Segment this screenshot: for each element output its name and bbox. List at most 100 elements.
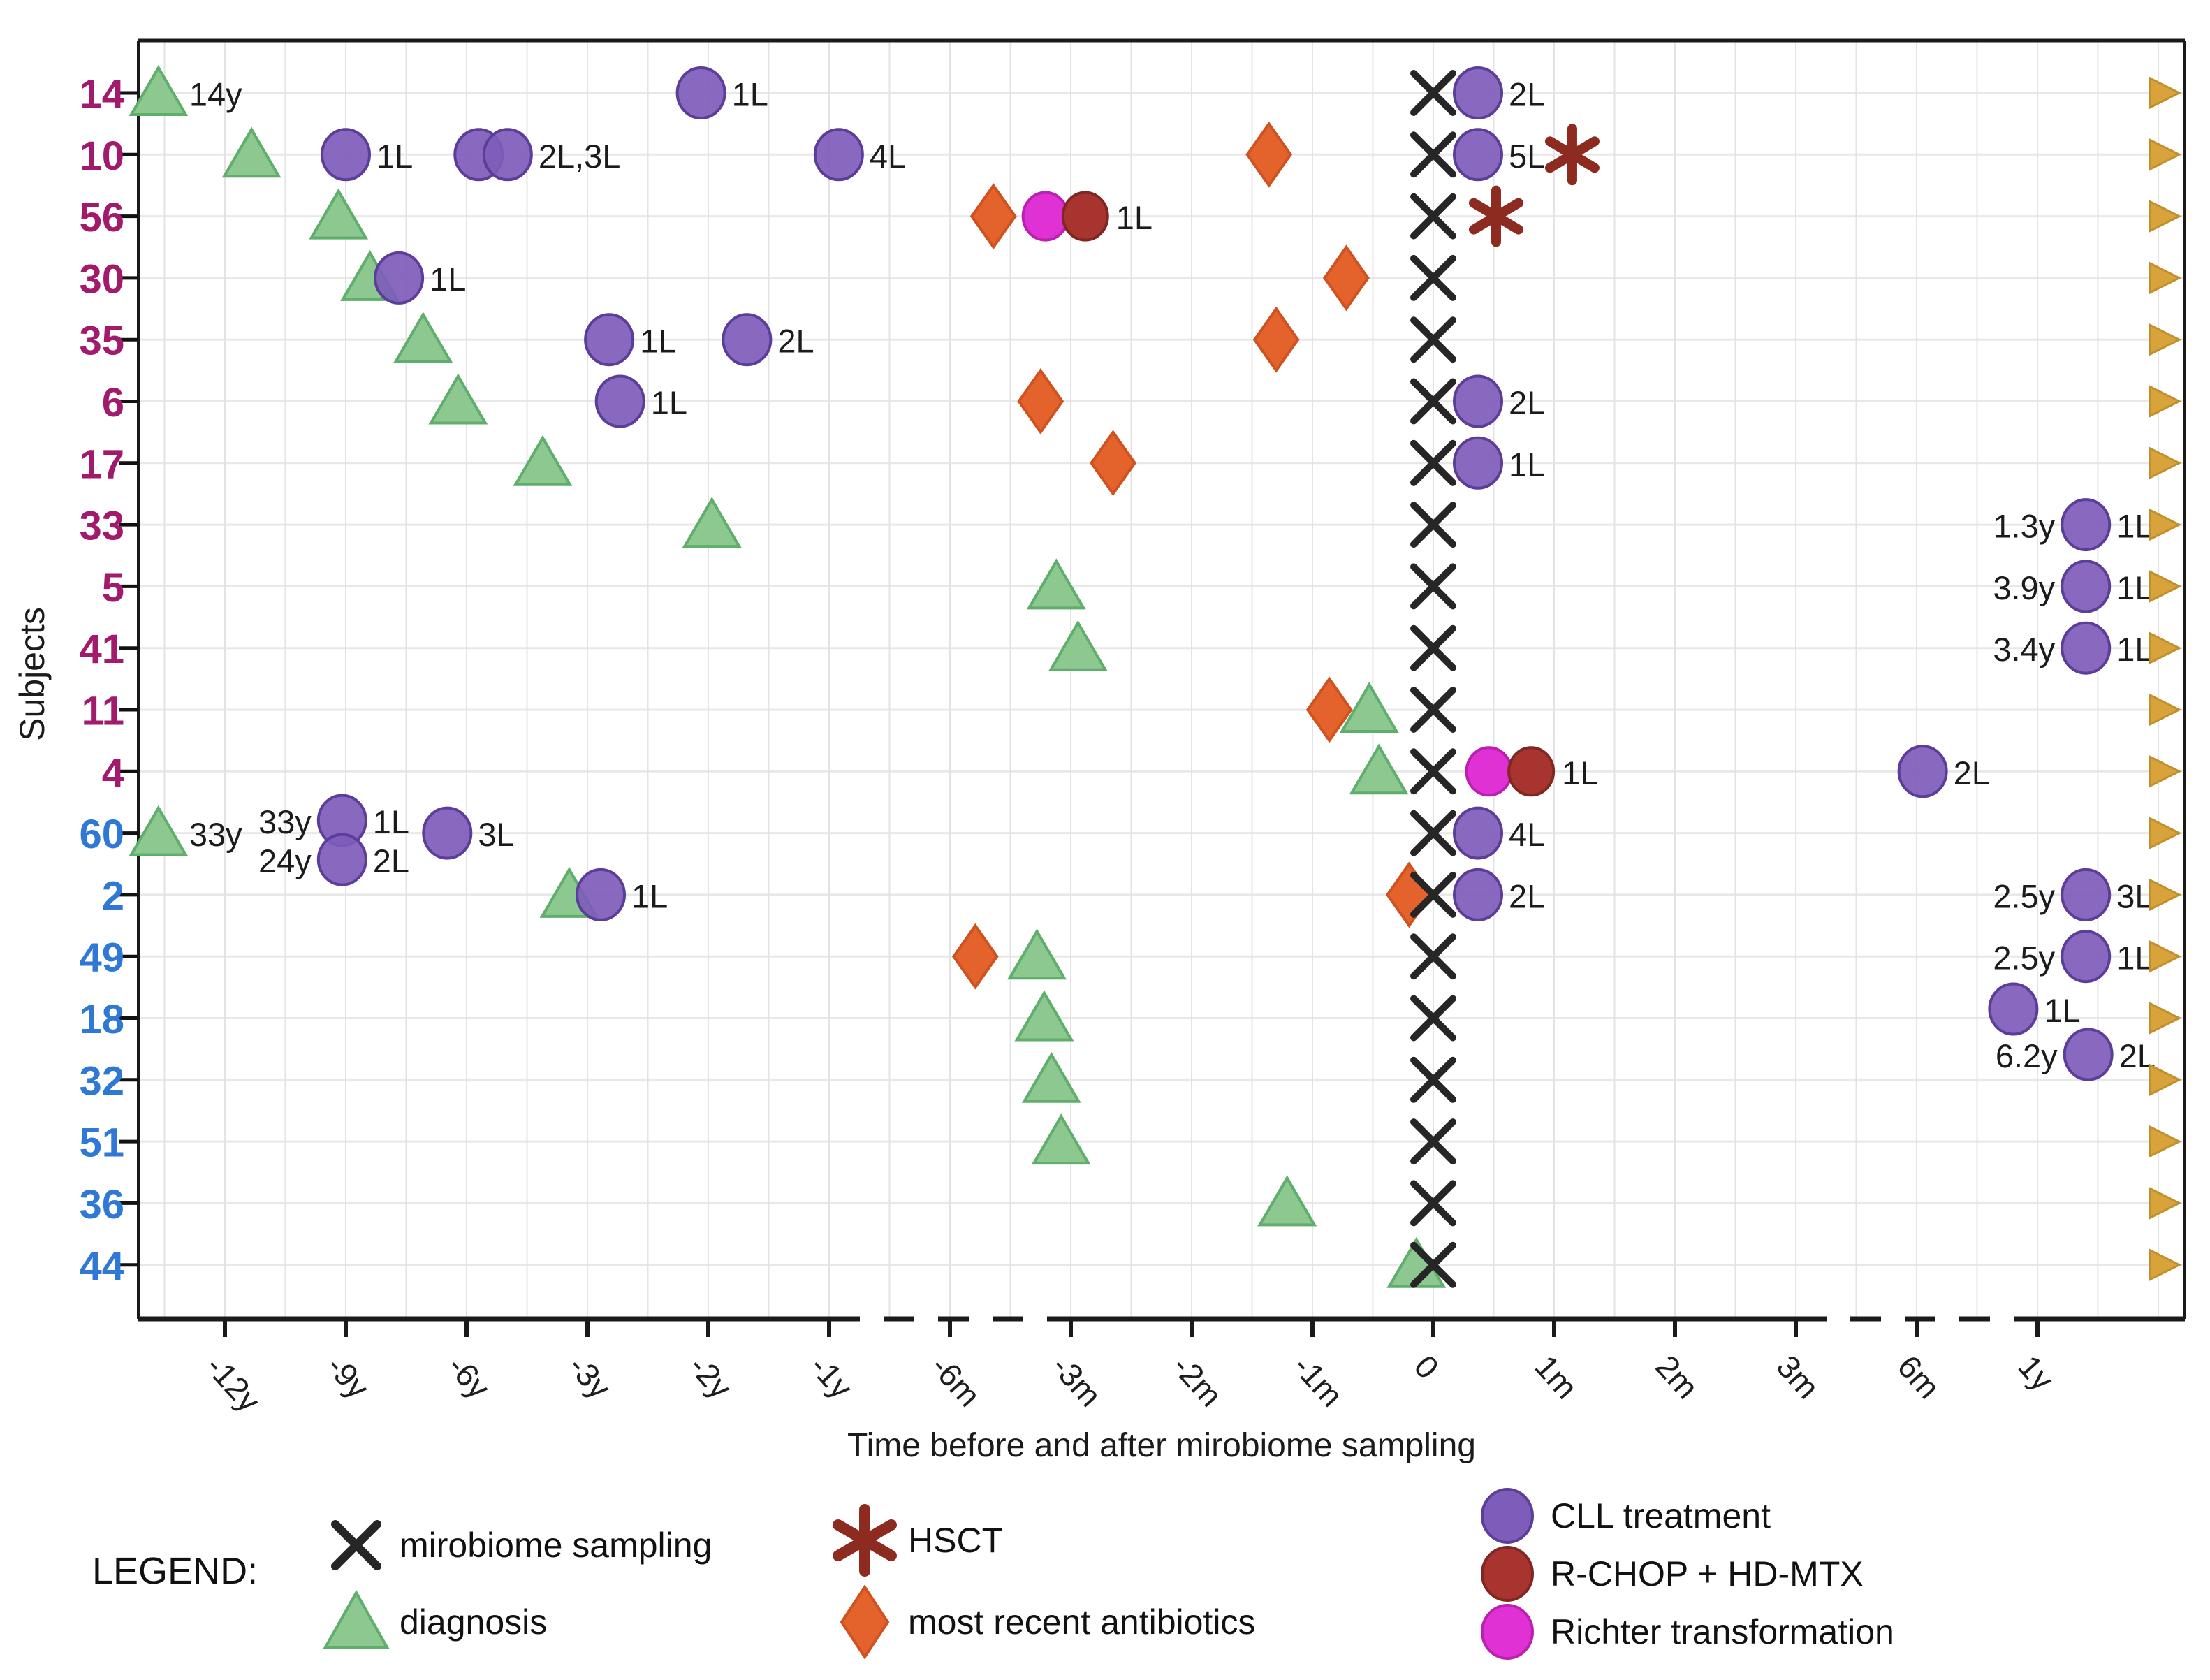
continuation-arrow-icon <box>2149 878 2182 912</box>
rchop-marker <box>1061 191 1109 242</box>
event-label: 33y <box>189 816 242 853</box>
diagnosis-marker <box>513 434 573 486</box>
legend-circle-icon <box>1481 1604 1534 1660</box>
event-label: 1L <box>732 76 768 113</box>
diagnosis-marker <box>1031 1113 1091 1165</box>
legend-item-label: Richter transformation <box>1551 1612 1894 1651</box>
cll-marker <box>594 374 645 428</box>
richter-marker <box>1465 746 1513 797</box>
continuation-arrow-icon <box>2149 1248 2182 1282</box>
continuation-arrow-icon <box>2149 200 2182 233</box>
subject-label: 51 <box>79 1120 124 1166</box>
subject-label: 11 <box>82 689 124 734</box>
diagnosis-marker <box>1014 990 1074 1042</box>
event-label: 1L <box>2116 569 2153 606</box>
continuation-arrow-icon <box>2149 1002 2182 1035</box>
diagnosis-marker <box>1048 620 1108 671</box>
event-time-label: 2.5y <box>1993 877 2055 914</box>
continuation-arrow-icon <box>2149 1063 2182 1097</box>
sampling-marker <box>1410 871 1456 918</box>
sampling-marker <box>1410 995 1456 1042</box>
antibiotics-marker <box>1305 676 1353 743</box>
x-tick-label: -9y <box>320 1348 376 1405</box>
cll-marker <box>482 128 533 182</box>
subject-label: 60 <box>79 812 124 857</box>
cll-marker <box>2061 498 2112 552</box>
sampling-marker <box>1410 687 1456 733</box>
event-label: 1L <box>2116 631 2153 668</box>
x-tick-label: 6m <box>1891 1348 1947 1405</box>
sampling-marker <box>1410 254 1456 301</box>
subject-label: 35 <box>79 319 124 364</box>
hsct-marker <box>1468 185 1523 247</box>
cll-marker <box>1453 128 1504 182</box>
subject-label: 41 <box>79 627 124 672</box>
sampling-marker <box>1410 933 1456 980</box>
event-label: 5L <box>1509 138 1545 175</box>
continuation-arrow-icon <box>2149 1125 2182 1158</box>
subject-label: 14 <box>79 72 124 117</box>
subject-label: 56 <box>79 195 124 240</box>
cll-marker <box>1453 374 1504 428</box>
event-label: 1L <box>376 138 413 175</box>
cll-marker <box>722 313 773 367</box>
event-label: 1L <box>1562 754 1598 791</box>
event-label: 2L <box>1509 877 1545 914</box>
sampling-marker <box>1410 624 1456 671</box>
subject-label: 4 <box>102 750 124 796</box>
event-label: 2L <box>777 323 814 360</box>
event-label: 1L <box>430 261 466 298</box>
cll-marker <box>584 313 635 367</box>
diagnosis-marker <box>1349 743 1409 795</box>
diagnosis-marker <box>1007 928 1067 980</box>
x-tick-label: 3m <box>1770 1348 1827 1405</box>
diagnosis-marker <box>221 126 281 178</box>
x-tick-label: -1y <box>803 1348 860 1405</box>
continuation-arrow-icon <box>2149 446 2182 480</box>
event-time-label: 33y <box>258 803 312 840</box>
diagnosis-marker <box>682 497 742 548</box>
x-tick-label: -6y <box>441 1348 497 1405</box>
diagnosis-marker <box>1339 682 1399 733</box>
sampling-marker <box>1410 748 1456 795</box>
event-label: 2L <box>1509 76 1545 113</box>
event-label: 1L <box>373 803 409 840</box>
sampling-marker <box>1410 70 1456 116</box>
x-tick-label: 1m <box>1528 1348 1585 1405</box>
diagnosis-marker <box>1257 1175 1317 1227</box>
event-label: 1L <box>2116 508 2153 545</box>
event-label: 2L <box>1954 754 1990 791</box>
cll-marker <box>1453 66 1504 119</box>
event-label: 2L <box>1509 384 1545 421</box>
continuation-arrow-icon <box>2149 323 2182 356</box>
sampling-marker <box>1410 563 1456 610</box>
antibiotics-marker <box>1322 244 1370 312</box>
event-time-label: 3.4y <box>1993 631 2055 668</box>
subject-label: 44 <box>79 1243 124 1289</box>
diagnosis-marker <box>428 373 488 425</box>
cll-marker <box>321 128 371 182</box>
event-label: 1L <box>2116 940 2153 977</box>
x-tick-label: -2m <box>1166 1348 1230 1414</box>
cll-marker <box>2061 560 2112 613</box>
legend-triangle-icon <box>323 1589 390 1649</box>
x-tick-label: -3y <box>562 1348 618 1405</box>
sampling-marker <box>1410 378 1456 425</box>
event-time-label: 24y <box>258 842 312 879</box>
antibiotics-marker <box>1252 306 1300 373</box>
sampling-marker <box>1410 1241 1456 1288</box>
event-time-label: 6.2y <box>1996 1037 2058 1074</box>
antibiotics-marker <box>951 923 999 990</box>
event-label: 3L <box>478 816 514 853</box>
x-axis-title: Time before and after mirobiome sampling <box>847 1427 1476 1464</box>
event-label: 2L <box>373 842 409 879</box>
subject-label: 30 <box>79 256 124 302</box>
legend-circle-icon <box>1481 1546 1534 1602</box>
legend-x-icon <box>331 1520 381 1570</box>
legend-diamond-icon <box>840 1584 890 1660</box>
event-label: 1L <box>640 323 676 360</box>
x-tick-label: -2y <box>682 1348 739 1405</box>
event-label: 3L <box>2116 877 2153 914</box>
diagnosis-marker <box>309 188 369 240</box>
